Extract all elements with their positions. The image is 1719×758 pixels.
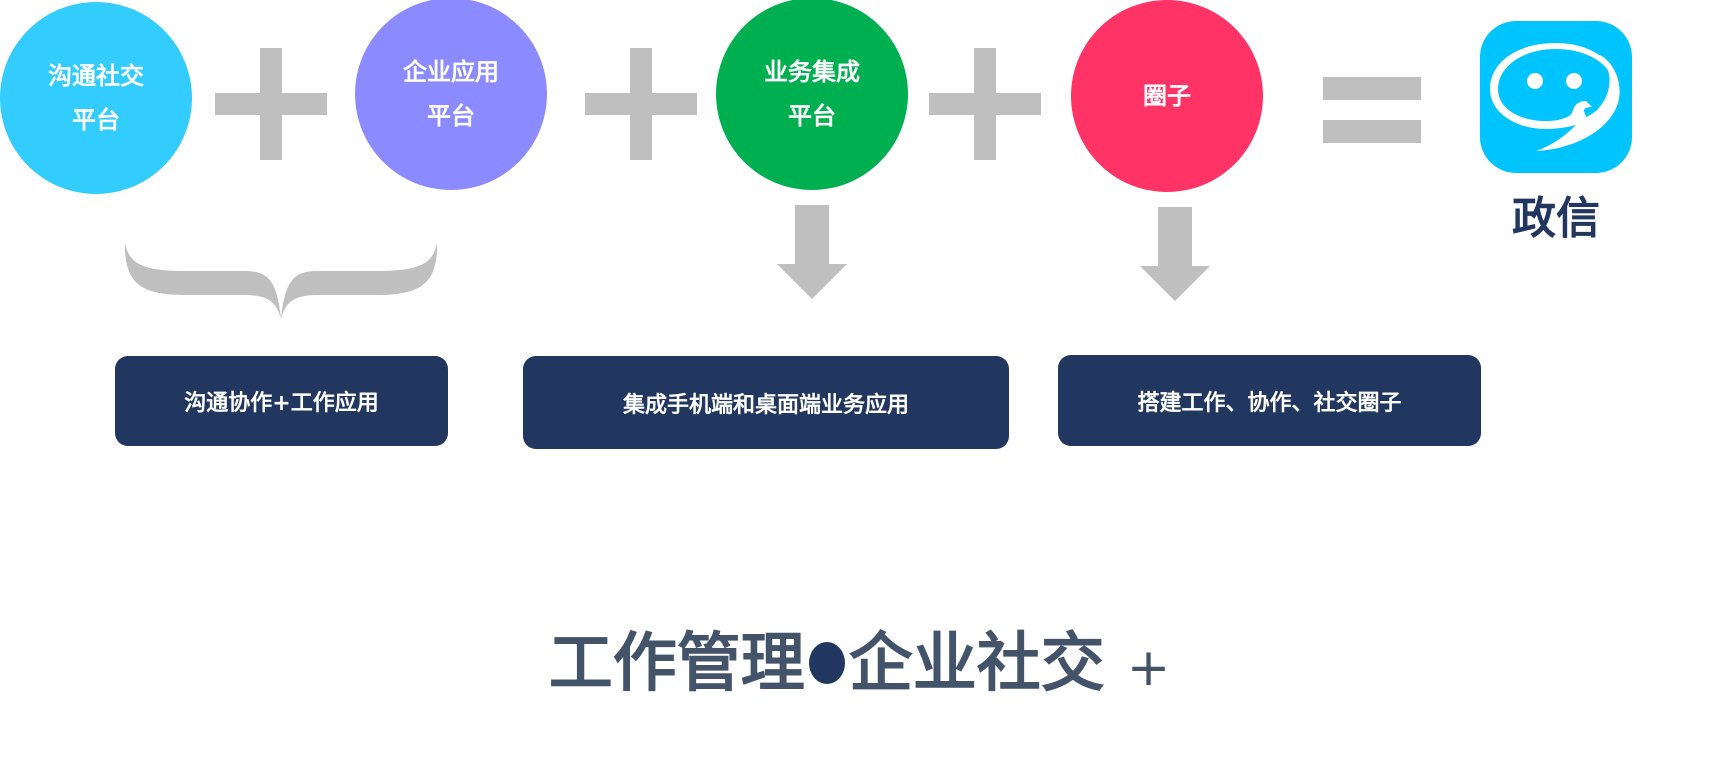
circle-communication-social-platform: 沟通社交 平台	[0, 2, 192, 194]
box-label: 集成手机端和桌面端业务应用	[622, 392, 909, 418]
circle-label-line2: 平台	[788, 102, 836, 130]
curly-brace-icon	[125, 243, 437, 319]
down-arrow-icon	[1140, 207, 1210, 301]
summary-box-circles: 搭建工作、协作、社交圈子	[1058, 355, 1481, 446]
box-label: 沟通协作+工作应用	[184, 391, 379, 416]
chat-bubble-bird-icon	[1490, 43, 1620, 151]
circle-business-integration-platform: 业务集成 平台	[716, 0, 908, 190]
circle-label-line2: 平台	[72, 106, 120, 134]
summary-box-integration: 集成手机端和桌面端业务应用	[523, 356, 1009, 449]
app-name: 政信	[1512, 193, 1600, 244]
zhengxin-app-icon	[1480, 21, 1632, 173]
footer-title: 工作管理企业社交 +	[0, 612, 1719, 704]
circle-label-line1: 圈子	[1143, 82, 1191, 110]
down-arrow-icon	[777, 205, 847, 299]
circle-label-line1: 企业应用	[403, 58, 499, 86]
summary-box-communication: 沟通协作+工作应用	[115, 356, 448, 446]
circle-label-line1: 沟通社交	[48, 62, 144, 90]
circle-label-line2: 平台	[427, 102, 475, 130]
bullet-dot	[808, 642, 845, 685]
circle-circles: 圈子	[1071, 0, 1263, 192]
footer-part-enterprise-social: 企业社交	[848, 627, 1105, 701]
circle-enterprise-app-platform: 企业应用 平台	[355, 0, 547, 190]
circle-label-line1: 业务集成	[764, 58, 860, 86]
footer-part-work-management: 工作管理	[548, 627, 805, 701]
footer-plus: +	[1126, 638, 1171, 698]
box-label: 搭建工作、协作、社交圈子	[1137, 390, 1402, 416]
